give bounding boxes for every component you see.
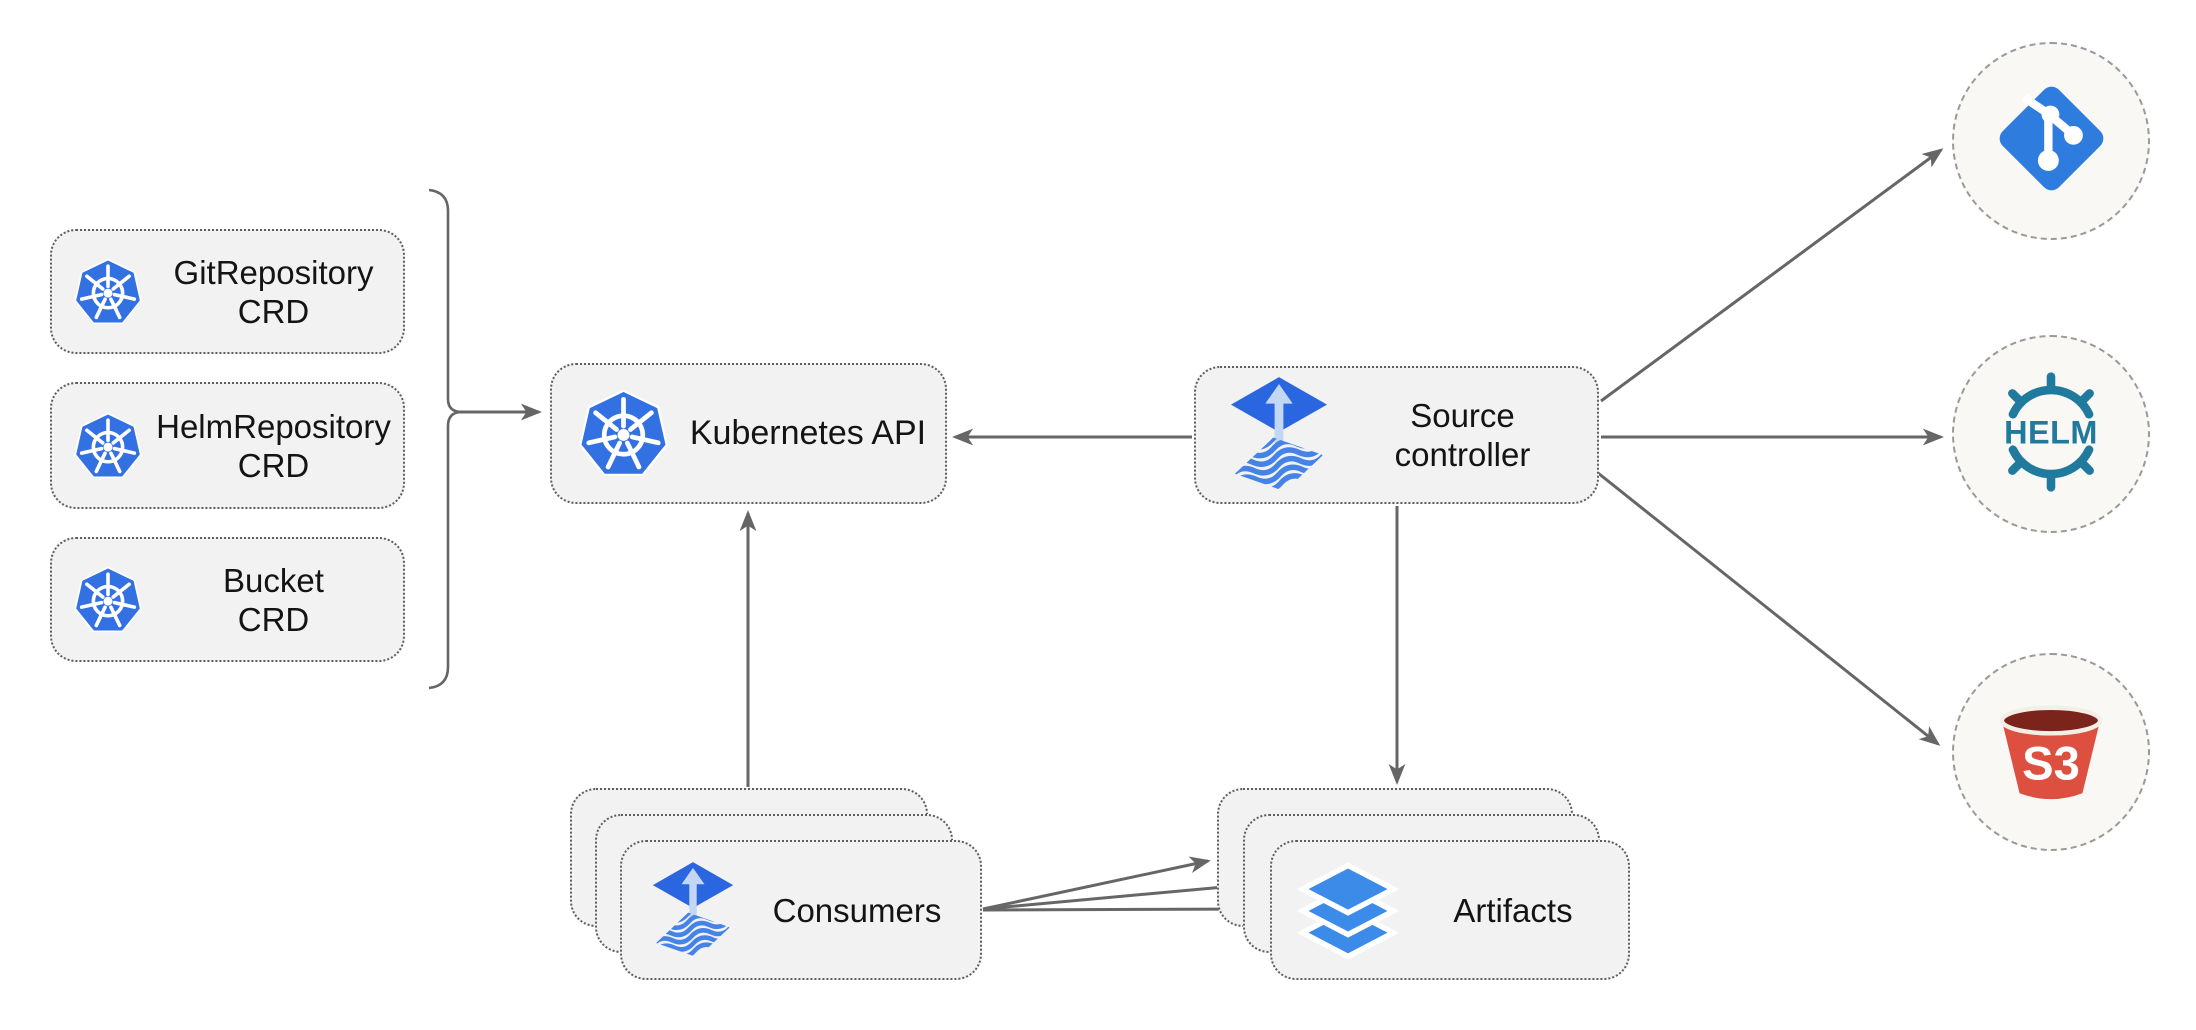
consumers-node: Consumers <box>620 840 982 980</box>
git-icon <box>1994 81 2109 201</box>
source-controller-label: Source controller <box>1394 397 1531 473</box>
s3-bucket-icon: S3 <box>1996 695 2106 810</box>
artifacts-node: Artifacts <box>1270 840 1630 980</box>
s3-logo-text: S3 <box>2022 736 2080 789</box>
kubernetes-api-label: Kubernetes API <box>689 414 927 452</box>
gitrepository-crd-node: GitRepository CRD <box>50 229 405 354</box>
source-to-s3-arrow <box>1597 471 1941 746</box>
helmrepository-crd-node: HelmRepository CRD <box>50 382 405 509</box>
git-endpoint-node <box>1952 42 2150 240</box>
flux-icon <box>622 861 734 960</box>
helmrepository-crd-label: HelmRepository CRD <box>156 407 391 484</box>
gitrepository-crd-label: GitRepository CRD <box>173 253 374 330</box>
kubernetes-api-node: Kubernetes API <box>550 363 947 504</box>
bucket-crd-label: Bucket CRD <box>223 561 324 638</box>
kubernetes-icon <box>52 564 144 636</box>
source-controller-node: Source controller <box>1194 366 1599 504</box>
kubernetes-icon <box>52 256 144 328</box>
crd-group-bracket <box>428 188 463 690</box>
helm-logo-text: HELM <box>2004 414 2098 450</box>
helm-endpoint-node: HELM <box>1952 335 2150 533</box>
layers-icon <box>1272 859 1398 961</box>
bucket-crd-node: Bucket CRD <box>50 537 405 662</box>
s3-endpoint-node: S3 <box>1952 653 2150 851</box>
artifacts-label: Artifacts <box>1453 891 1573 929</box>
consumers-to-artifacts-arrows <box>982 856 1265 918</box>
source-to-git-arrow <box>1600 148 1944 403</box>
flux-icon <box>1196 376 1328 494</box>
kubernetes-icon <box>52 410 144 482</box>
helm-icon: HELM <box>1989 370 2113 499</box>
consumers-label: Consumers <box>772 891 942 929</box>
kubernetes-icon <box>552 386 671 481</box>
